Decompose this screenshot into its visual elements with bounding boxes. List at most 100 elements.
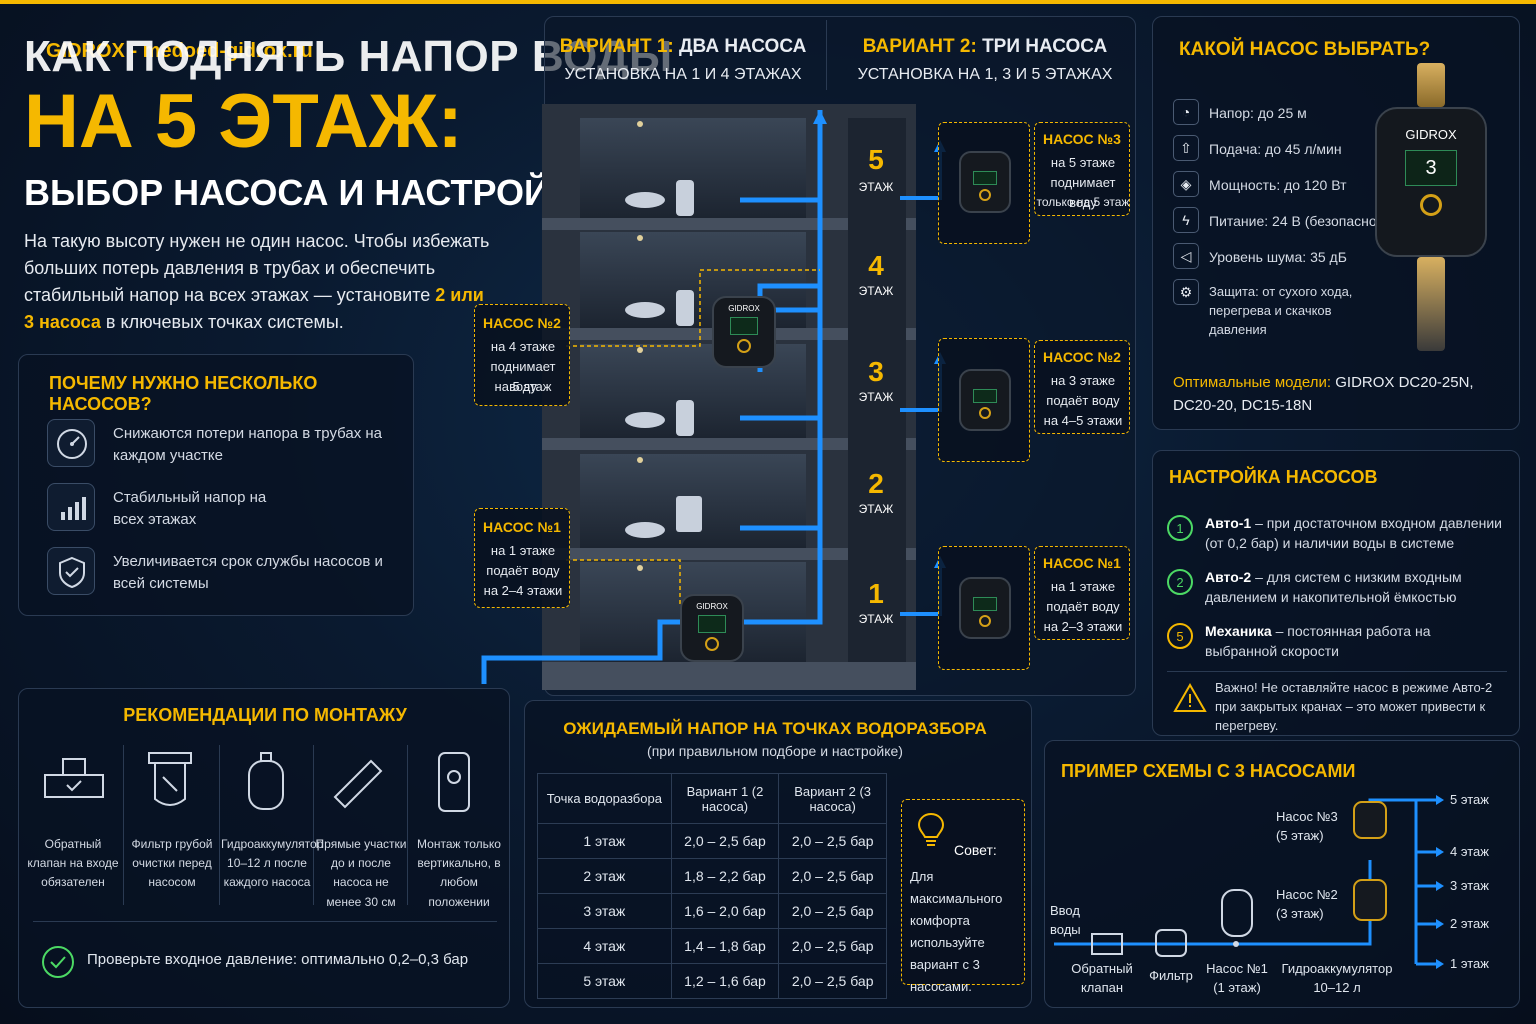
variant1-label: ВАРИАНТ 1: — [559, 36, 674, 57]
mount-item-1: Обратный клапан на входе обязателен — [27, 837, 119, 890]
callout-line: только на 5 этаж — [1036, 195, 1130, 209]
expected-panel: ОЖИДАЕМЫЙ НАПОР НА ТОЧКАХ ВОДОРАЗБОРА (п… — [524, 700, 1032, 1008]
table-cell: 1,8 – 2,2 бар — [670, 858, 780, 894]
scheme-label-filter: Фильтр — [1149, 968, 1193, 983]
variant-divider — [826, 20, 827, 90]
watermark: GIDROX - medoed-gidrox.ru — [46, 40, 313, 62]
mode-name: Механика — [1205, 623, 1272, 639]
callout-line: на 5 этаже — [1050, 155, 1116, 170]
scheme-floor-1: 1 этаж — [1450, 956, 1489, 971]
table-cell: 2,0 – 2,5 бар — [778, 893, 887, 929]
models-label: Оптимальные модели: — [1173, 374, 1332, 391]
mode-number: 5 — [1167, 623, 1193, 649]
shield-check-icon — [47, 547, 95, 595]
floor-num-4: 4 — [868, 250, 884, 281]
mount-item-3: Гидроаккумулятор 10–12 л после каждого н… — [221, 837, 324, 890]
callout-line: поднимает воду — [490, 359, 556, 395]
callout-v1-pump2: НАСОС №2 на 4 этаже поднимает воду на 5 … — [474, 304, 570, 406]
variant2-label: ВАРИАНТ 2: — [862, 36, 977, 57]
mode-auto1: Авто-1 – при достаточном входном давлени… — [1205, 513, 1505, 554]
callout-line: на 2–3 этажи — [1043, 619, 1123, 634]
why-item-1: Снижаются потери напора в трубах на кажд… — [113, 425, 383, 464]
pump-v1-floor1: GIDROX — [680, 594, 744, 662]
variant2-header: ВАРИАНТ 2: ТРИ НАСОСА УСТАНОВКА НА 1, 3 … — [840, 36, 1130, 84]
scheme-label-accumulator: Гидроаккумулятор 10–12 л — [1281, 961, 1393, 995]
variant2-sub: УСТАНОВКА НА 1, 3 И 5 ЭТАЖАХ — [857, 66, 1113, 83]
models-list: GIDROX DC20-25N, DC20-20, DC15-18N — [1173, 374, 1474, 415]
floor-label-3: ЭТАЖ — [858, 390, 894, 404]
mode-desc: – постоянная работа на выбранной скорост… — [1205, 623, 1431, 660]
pump-brand-label: GIDROX — [728, 304, 760, 313]
mount-divider — [313, 745, 314, 905]
callout-line: на 1 этаже — [490, 543, 556, 558]
callout-v2-pump1: НАСОС №1 на 1 этаже подаёт воду на 2–3 э… — [1034, 546, 1130, 640]
callout-line: на 1 этаже — [1050, 579, 1116, 594]
pump-v2-floor5 — [959, 151, 1011, 213]
why-title: ПОЧЕМУ НУЖНО НЕСКОЛЬКО НАСОСОВ? — [49, 373, 318, 414]
callout-title: НАСОС №3 — [1043, 131, 1121, 147]
floor-num-1: 1 — [868, 578, 884, 609]
expected-title: ОЖИДАЕМЫЙ НАПОР НА ТОЧКАХ ВОДОРАЗБОРА — [563, 719, 987, 738]
sound-icon: ◁ — [1173, 243, 1199, 269]
intro-highlight: 2 или 3 насоса — [24, 285, 484, 332]
scheme-floor-2: 2 этаж — [1450, 916, 1489, 931]
pump-v2-floor1 — [959, 577, 1011, 639]
table-cell: 2,0 – 2,5 бар — [670, 823, 780, 859]
scheme-floor-4: 4 этаж — [1450, 844, 1489, 859]
callout-v2-pump3: НАСОС №3 на 5 этаже поднимает воду тольк… — [1034, 122, 1130, 216]
mount-divider — [407, 745, 408, 905]
callout-title: НАСОС №1 — [1043, 555, 1121, 571]
pump-brand-label: GIDROX — [1405, 127, 1457, 142]
table-row: 5 этаж 1,2 – 1,6 бар 2,0 – 2,5 бар — [537, 963, 887, 999]
pressure-table: Точка водоразбора Вариант 1 (2 насоса) В… — [537, 773, 887, 999]
table-row: 1 этаж 2,0 – 2,5 бар 2,0 – 2,5 бар — [537, 823, 887, 859]
callout-title: НАСОС №1 — [483, 519, 561, 535]
spec-power: Мощность: до 120 Вт — [1209, 177, 1347, 193]
warning-divider — [1167, 671, 1507, 672]
spec-protection: Защита: от сухого хода, перегрева и скач… — [1209, 284, 1353, 337]
signal-bars-icon — [47, 483, 95, 531]
scheme-floor-5: 5 этаж — [1450, 792, 1489, 807]
check-valve-icon — [44, 758, 104, 798]
pump-bottom-fitting — [1417, 257, 1445, 351]
mode-name: Авто-2 — [1205, 569, 1252, 585]
table-row: 2 этаж 1,8 – 2,2 бар 2,0 – 2,5 бар — [537, 858, 887, 894]
mount-item-2: Фильтр грубой очистки перед насосом — [131, 837, 213, 890]
spec-pressure: Напор: до 25 м — [1209, 105, 1307, 121]
table-header: Вариант 2 (3 насоса) — [778, 773, 887, 824]
callout-title: НАСОС №2 — [483, 315, 561, 331]
mode-number: 1 — [1167, 515, 1193, 541]
pump-v2-floor3 — [959, 369, 1011, 431]
protection-icon: ⚙ — [1173, 279, 1199, 305]
callout-line: подаёт воду — [1046, 393, 1120, 408]
pump-product-image: GIDROX 3 — [1375, 107, 1487, 257]
table-cell: 2,0 – 2,5 бар — [778, 823, 887, 859]
tip-box: Совет: Для максимального комфорта исполь… — [901, 799, 1025, 994]
lightning-icon: ϟ — [1173, 207, 1199, 233]
scheme-label-pump1: Насос №1 (1 этаж) — [1206, 961, 1268, 995]
table-cell: 1 этаж — [537, 823, 672, 859]
accumulator-icon — [248, 752, 284, 810]
mount-item-4: Прямые участки до и после насоса не мене… — [315, 837, 407, 909]
pump-display — [730, 317, 758, 335]
warning-text: Важно! Не оставляйте насос в режиме Авто… — [1215, 680, 1493, 733]
floor-label-1: ЭТАЖ — [858, 612, 894, 626]
models-text: Оптимальные модели: GIDROX DC20-25N, DC2… — [1173, 371, 1503, 418]
power-icon: ◈ — [1173, 171, 1199, 197]
mode-number: 2 — [1167, 569, 1193, 595]
floor-num-5: 5 — [868, 144, 884, 175]
variant2-name: ТРИ НАСОСА — [982, 36, 1108, 57]
floor-label-2: ЭТАЖ — [858, 502, 894, 516]
variant1-sub: УСТАНОВКА НА 1 И 4 ЭТАЖАХ — [564, 66, 802, 83]
setup-title: НАСТРОЙКА НАСОСОВ — [1169, 467, 1378, 487]
lightbulb-icon — [914, 810, 948, 853]
pump-v2-floor3-frame — [938, 338, 1030, 462]
callout-line: на 5 этаж — [494, 379, 552, 394]
table-header: Вариант 1 (2 насоса) — [670, 773, 780, 824]
mode-desc: – при достаточном входном давлении (от 0… — [1205, 515, 1502, 552]
pump-product-display: 3 — [1405, 150, 1457, 186]
mount-panel: РЕКОМЕНДАЦИИ ПО МОНТАЖУ Обратный клапан … — [18, 688, 510, 1008]
table-cell: 3 этаж — [537, 893, 672, 929]
callout-line: на 3 этаже — [1050, 373, 1116, 388]
pump-v2-floor5-frame — [938, 122, 1030, 244]
